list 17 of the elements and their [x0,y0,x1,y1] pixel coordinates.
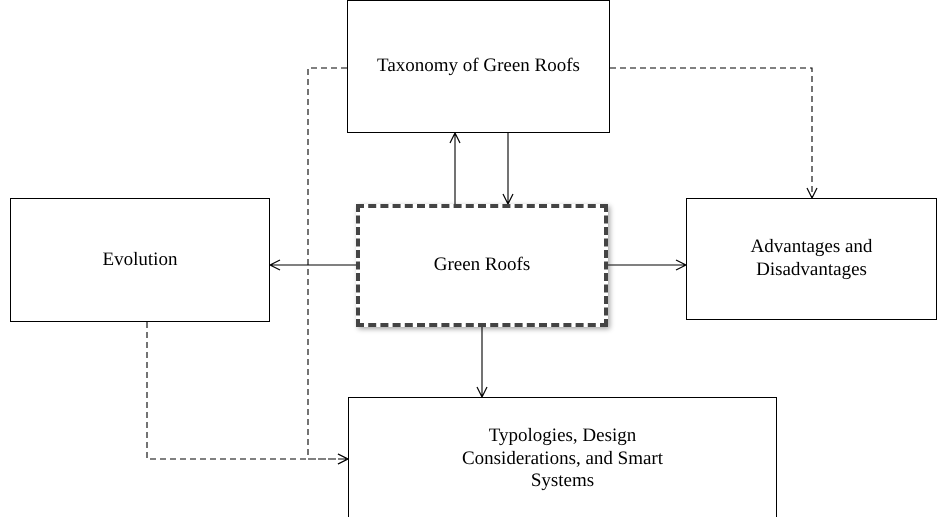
box-label: Typologies, Design Considerations, and Smart Systems [460,424,664,494]
arrow [610,67,818,199]
topic-box [10,198,270,322]
central-box [356,204,608,327]
arrow [502,133,514,205]
arrow [449,132,461,204]
box-label: Advantages and Disadvantages [750,236,874,282]
arrow [608,259,687,271]
box-label: Taxonomy of Green Roofs [376,55,581,78]
topic-box [686,198,937,320]
box-label: Evolution [102,248,178,272]
topic-box [347,0,610,133]
topic-box [348,397,777,517]
box-label: Green Roofs [432,254,532,277]
arrow [269,259,356,271]
arrow [476,327,488,398]
arrow [146,322,349,465]
